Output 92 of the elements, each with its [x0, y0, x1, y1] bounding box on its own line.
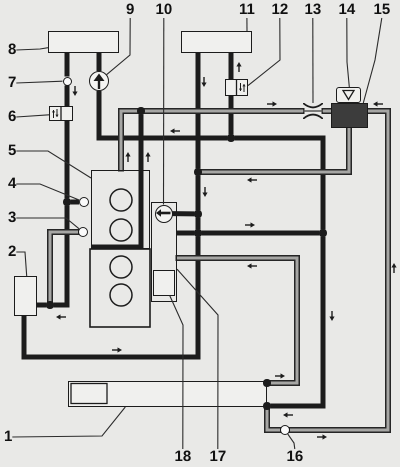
- coolant-pipe: [177, 256, 298, 384]
- junction-dot: [46, 301, 54, 309]
- junction-dot: [319, 229, 327, 237]
- coolant-pipe: [266, 410, 280, 432]
- callout-number: 7: [8, 75, 16, 91]
- coolant-pipe: [138, 114, 144, 170]
- callout-number: 13: [304, 2, 322, 18]
- junction-dot: [227, 134, 235, 142]
- leader-line: [16, 47, 48, 51]
- coolant-pipe: [202, 230, 320, 236]
- coolant-pipe: [64, 121, 70, 198]
- junction-dot: [263, 379, 271, 387]
- leader-line: [16, 183, 80, 201]
- leader-line: [312, 18, 314, 103]
- component-box: [48, 31, 119, 53]
- check-valve: [280, 425, 290, 435]
- junction-dot: [63, 198, 71, 206]
- component-box: [14, 276, 37, 316]
- valve-symbol: [225, 79, 248, 96]
- callout-number: 12: [272, 2, 288, 18]
- callout-number: 3: [8, 210, 16, 226]
- component-box: [336, 87, 361, 103]
- coolant-pipe: [172, 211, 194, 216]
- restrictor-symbol: [303, 103, 323, 119]
- coolant-pipe: [37, 302, 46, 308]
- expansion-tank: [331, 103, 368, 128]
- callout-number: 15: [374, 2, 390, 18]
- leader-line: [176, 268, 219, 449]
- leader-line: [162, 18, 164, 204]
- callout-number: 2: [8, 244, 16, 260]
- leader-line: [16, 114, 50, 118]
- callout-number: 8: [8, 42, 16, 58]
- coolant-pipe: [323, 110, 331, 112]
- callout-number: 1: [4, 429, 12, 445]
- junction-dot: [263, 402, 271, 410]
- callout-number: 18: [174, 449, 192, 465]
- callout-number: 4: [8, 176, 16, 192]
- pump-symbol: [89, 71, 109, 91]
- sensor-circle: [62, 76, 72, 86]
- leader-line: [16, 150, 92, 178]
- check-valve: [78, 227, 88, 237]
- junction-dot: [194, 168, 202, 176]
- leader-line: [12, 406, 126, 438]
- leader-line: [362, 18, 382, 104]
- coolant-pipe: [228, 96, 234, 134]
- leader-line: [16, 80, 63, 84]
- junction-dot: [137, 107, 145, 115]
- check-valve: [79, 197, 89, 207]
- leader-line: [16, 217, 80, 230]
- callout-number: 10: [156, 2, 172, 18]
- leader-line: [106, 18, 131, 76]
- callout-number: 5: [8, 143, 16, 159]
- component-box: [181, 31, 252, 53]
- coolant-pipe: [234, 136, 326, 230]
- coolant-pipe: [22, 236, 200, 360]
- junction-dot: [194, 210, 202, 218]
- callout-number: 6: [8, 109, 16, 125]
- coolant-pipe: [54, 206, 70, 308]
- leader-line: [287, 434, 296, 450]
- coolant-pipe: [290, 110, 390, 432]
- coolant-pipe: [70, 200, 79, 204]
- coolant-pipe: [144, 110, 303, 112]
- thermostat-symbol: [154, 204, 172, 222]
- leader-line: [248, 18, 281, 86]
- coolant-pipe: [48, 230, 78, 302]
- radiator: [68, 381, 267, 407]
- callout-number: 17: [210, 449, 226, 465]
- leader-line: [16, 251, 28, 276]
- coolant-pipe: [196, 218, 200, 230]
- cylinder-head: [91, 170, 150, 249]
- coolant-pipe: [196, 53, 200, 168]
- coolant-pipe: [202, 128, 350, 174]
- coolant-pipe: [270, 236, 326, 408]
- leader-line: [246, 18, 248, 31]
- valve-symbol: [49, 106, 73, 121]
- callout-number: 9: [126, 2, 134, 18]
- coolant-pipe: [120, 110, 138, 170]
- coolant-pipe: [196, 176, 200, 210]
- junction-dot: [194, 229, 202, 237]
- component-box: [152, 270, 174, 296]
- callout-number: 16: [286, 449, 304, 465]
- coolant-pipe: [64, 86, 70, 106]
- callout-number: 14: [338, 2, 356, 18]
- thermostat-housing: [151, 202, 177, 302]
- coolant-pipe: [177, 230, 194, 236]
- leader-line: [346, 18, 350, 88]
- coolant-pipe: [96, 53, 102, 71]
- callout-number: 11: [239, 2, 255, 18]
- leader-line: [169, 295, 184, 449]
- coolant-pipe: [64, 53, 70, 76]
- coolant-pipe: [96, 91, 228, 140]
- coolant-pipe: [228, 53, 234, 79]
